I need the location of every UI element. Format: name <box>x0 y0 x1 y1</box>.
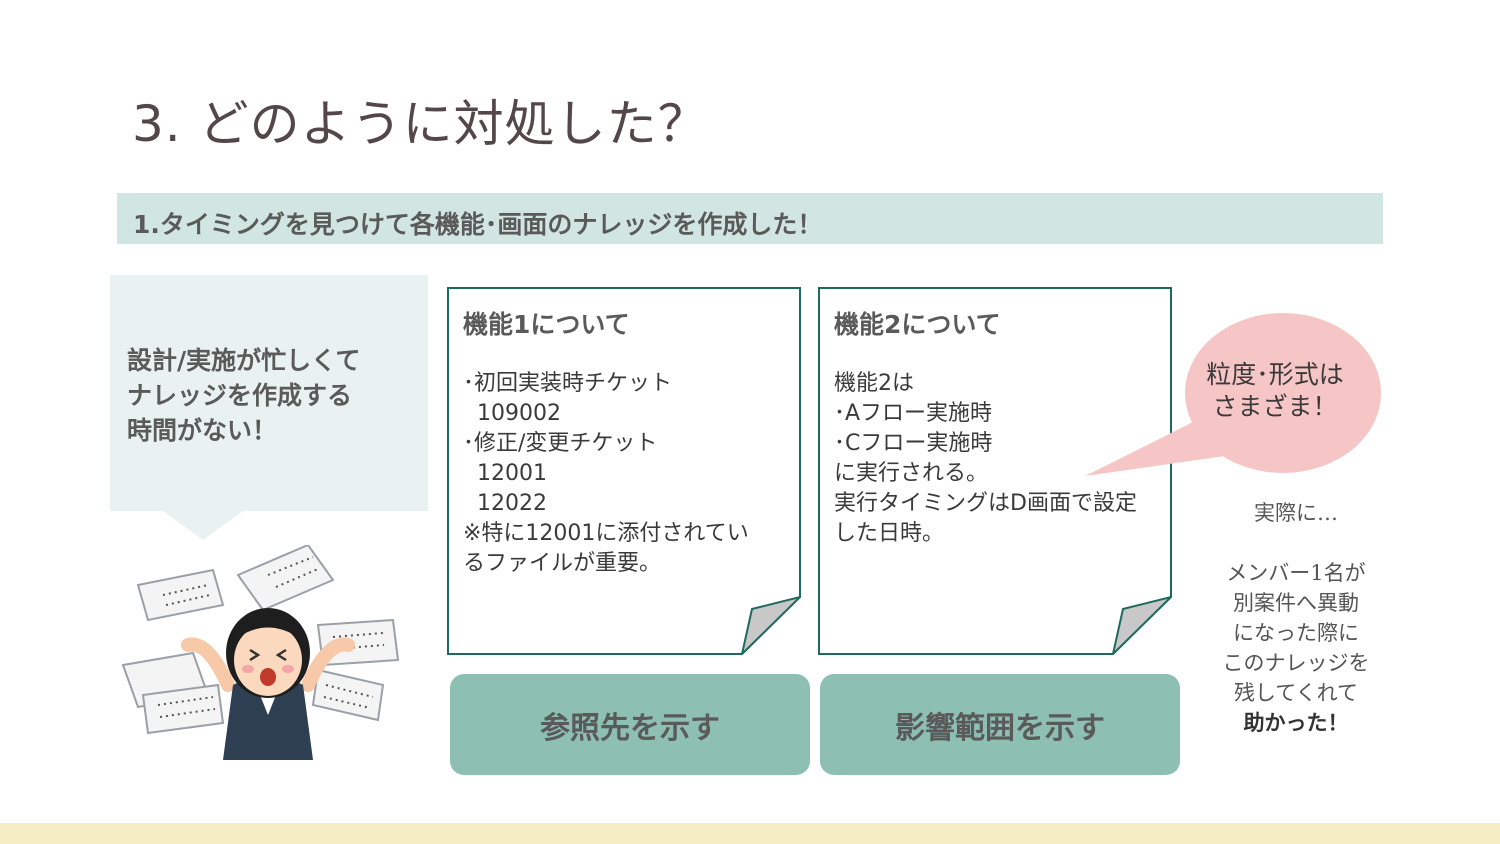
side-line: になった際に <box>1233 621 1359 645</box>
note-body: ･初回実装時チケット 109002 ･修正/変更チケット 12001 12022… <box>463 371 749 576</box>
side-line: メンバー1名が <box>1226 561 1366 585</box>
bubble-text: 粒度･形式は さまざま！ <box>1195 359 1355 423</box>
callout-line: ナレッジを作成する <box>127 381 353 410</box>
side-line: このナレッジを <box>1222 651 1370 675</box>
banner-text: 1.タイミングを見つけて各機能･画面のナレッジを作成した！ <box>133 210 823 239</box>
side-line-strong: 助かった！ <box>1243 711 1349 735</box>
callout-tail <box>163 511 243 540</box>
footer-bar <box>0 823 1500 844</box>
side-line: 残してくれて <box>1233 681 1359 705</box>
problem-callout: 設計/実施が忙しくて ナレッジを作成する 時間がない！ <box>110 275 428 511</box>
note-body: 機能2は ･Aフロー実施時 ･Cフロー実施時 に実行される。 実行タイミングはD… <box>834 371 1137 546</box>
pill-label: 影響範囲を示す <box>895 710 1105 746</box>
heading-banner: 1.タイミングを見つけて各機能･画面のナレッジを作成した！ <box>117 193 1383 244</box>
side-line: 実際に… <box>1254 501 1338 525</box>
side-line: 別案件へ異動 <box>1233 591 1359 615</box>
callout-line: 時間がない！ <box>127 416 278 445</box>
callout-text: 設計/実施が忙しくて ナレッジを作成する 時間がない！ <box>127 343 360 448</box>
side-comment: 実際に… メンバー1名が 別案件へ異動 になった際に このナレッジを 残してくれ… <box>1208 498 1384 738</box>
note-title: 機能2について <box>834 310 1001 339</box>
callout-line: 設計/実施が忙しくて <box>127 346 361 375</box>
stressed-person-with-flying-papers-illustration <box>118 543 418 760</box>
pill-show-reference: 参照先を示す <box>450 674 810 775</box>
note-card-feature2: 機能2について 機能2は ･Aフロー実施時 ･Cフロー実施時 に実行される。 実… <box>818 287 1172 655</box>
note-title: 機能1について <box>463 310 630 339</box>
side-line <box>1208 528 1384 558</box>
speech-bubble-icon: 粒度･形式は さまざま！ <box>1085 311 1385 481</box>
note-card-feature1: 機能1について ･初回実装時チケット 109002 ･修正/変更チケット 120… <box>447 287 801 655</box>
bubble-line: 粒度･形式は <box>1206 360 1344 389</box>
slide-title: 3. どのように対処した？ <box>132 95 709 153</box>
pill-show-impact: 影響範囲を示す <box>820 674 1180 775</box>
bubble-line: さまざま！ <box>1212 392 1338 421</box>
pill-label: 参照先を示す <box>540 710 720 746</box>
